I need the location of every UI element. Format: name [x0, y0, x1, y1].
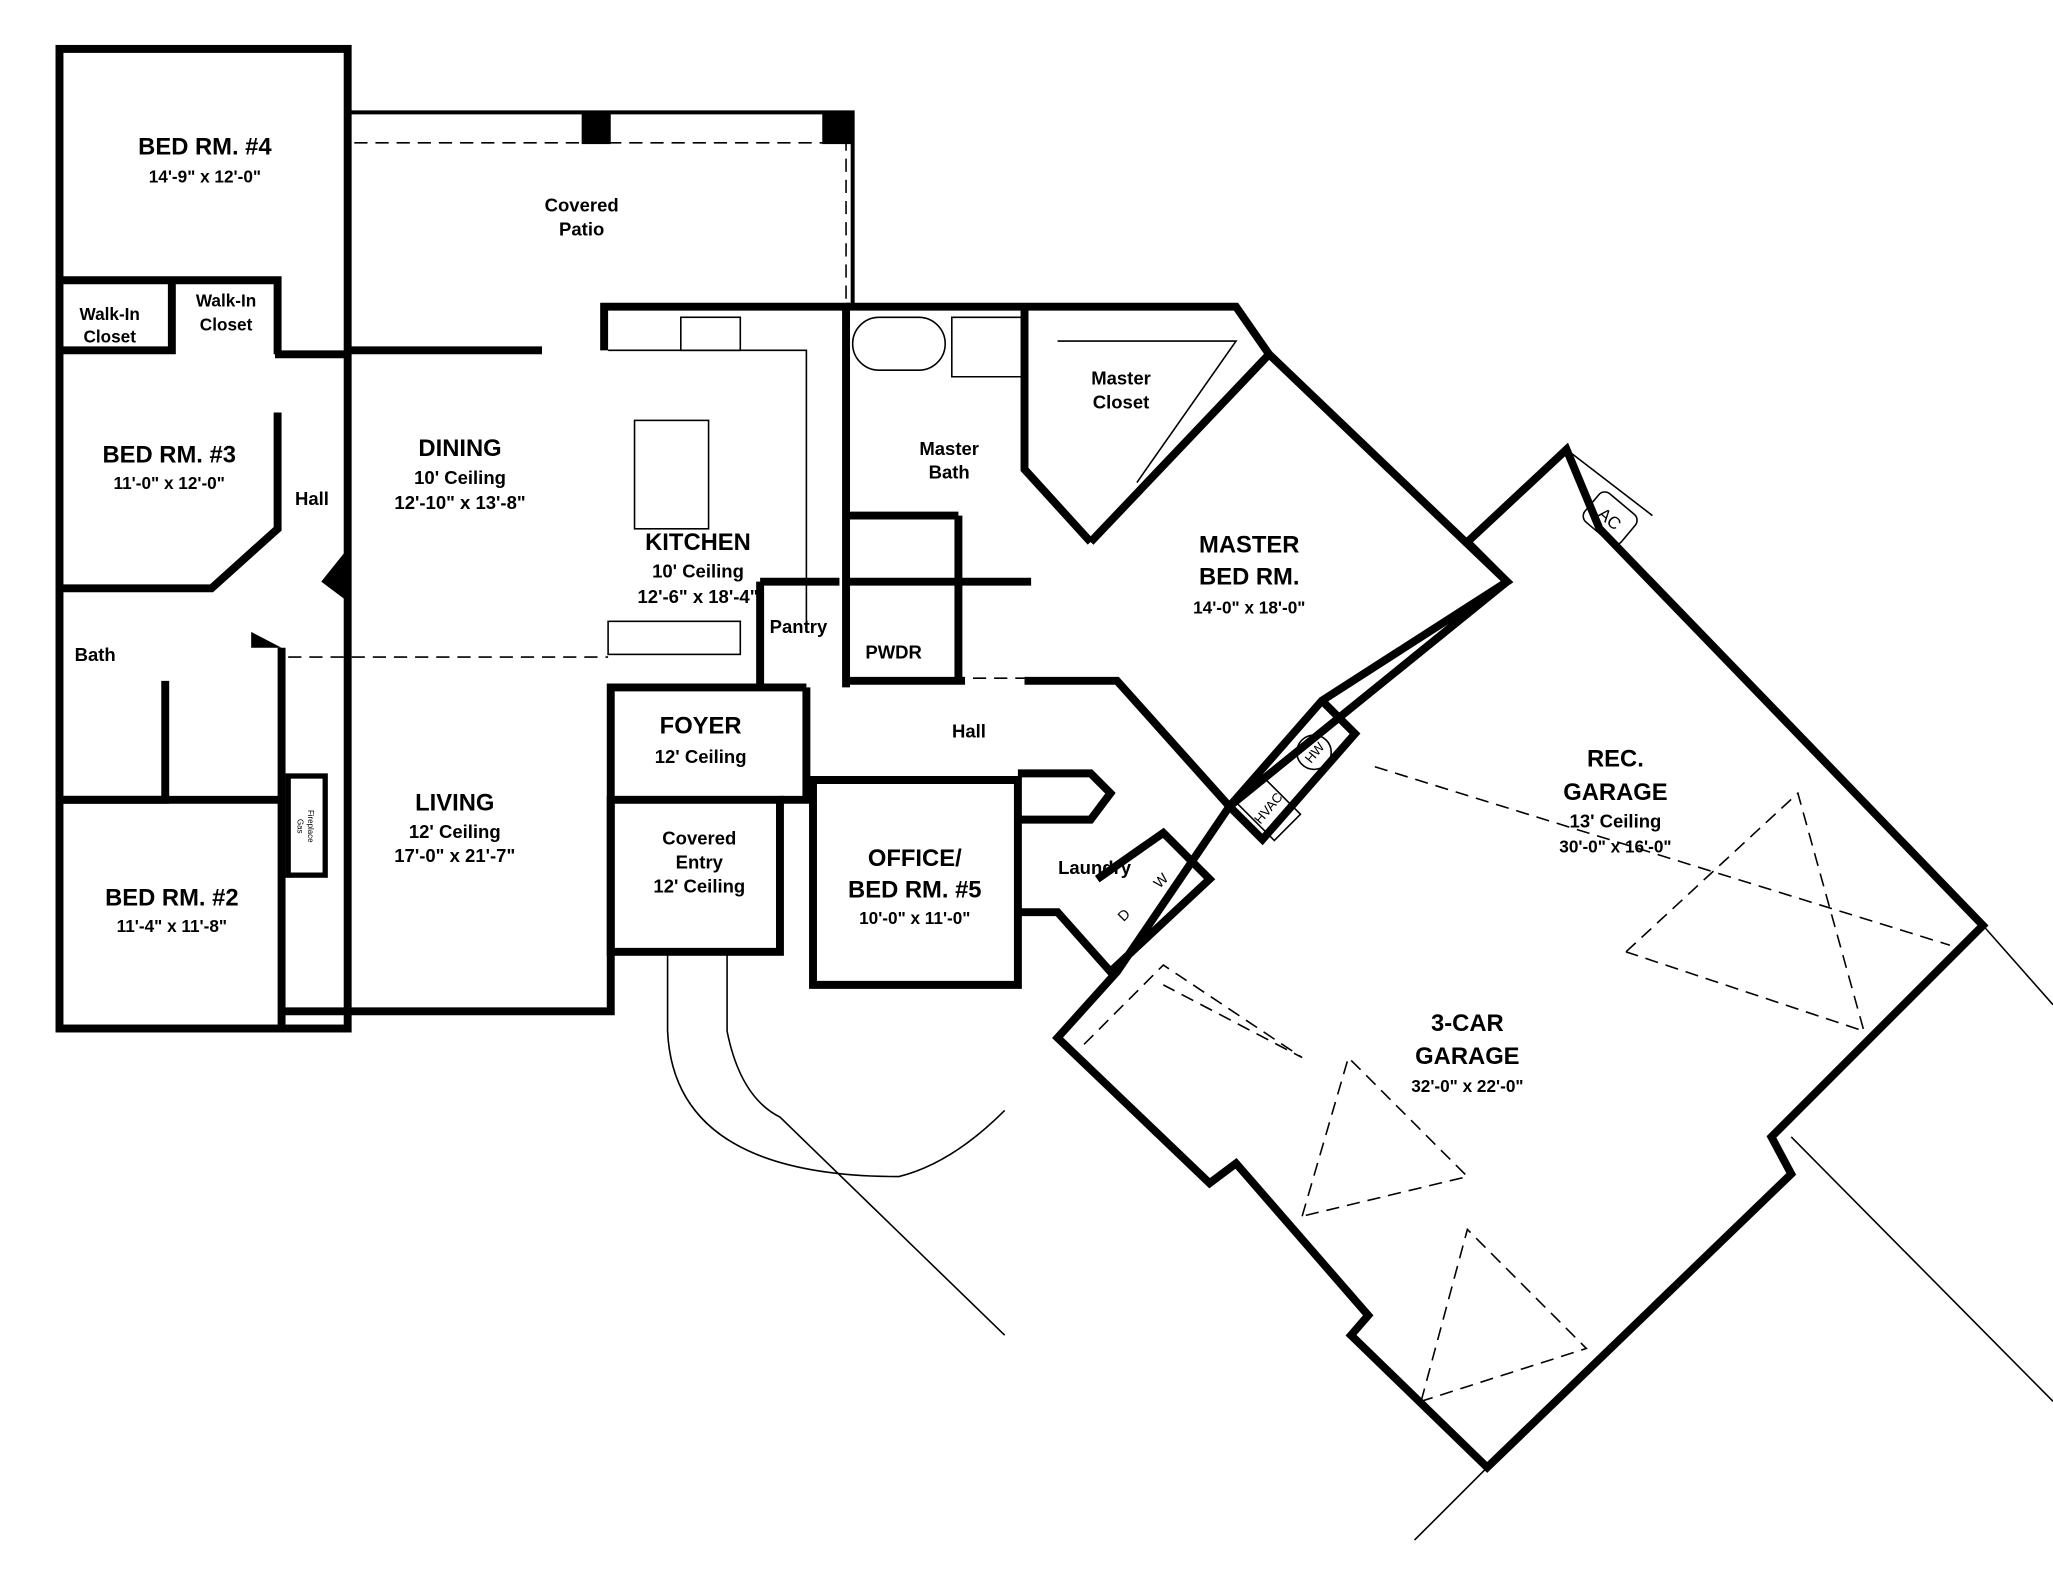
master-bed-size: 14'-0" x 18'-0"	[1193, 597, 1305, 617]
laundry-label: Laundry	[1058, 857, 1132, 878]
bed2-size: 11'-4" x 11'-8"	[117, 916, 227, 936]
hall-left: Hall	[295, 488, 329, 509]
bed3-size: 11'-0" x 12'-0"	[114, 473, 225, 493]
rec-garage-2: GARAGE	[1563, 779, 1667, 806]
room-labels: BED RM. #4 14'-9" x 12'-0" Covered Patio…	[75, 134, 1672, 1096]
bed4-name: BED RM. #4	[138, 134, 272, 161]
living-ceiling: 12' Ceiling	[409, 821, 501, 842]
fireplace-label-2: Fireplace	[306, 810, 315, 843]
covered-entry-2: Entry	[676, 852, 724, 873]
office-2: BED RM. #5	[848, 877, 981, 904]
garage-2: GARAGE	[1415, 1043, 1519, 1070]
garage-size: 32'-0" x 22'-0"	[1411, 1076, 1523, 1096]
rec-garage-1: REC.	[1587, 746, 1644, 773]
master-bath-1: Master	[919, 438, 979, 459]
dining-ceiling: 10' Ceiling	[414, 467, 506, 488]
master-bath-2: Bath	[929, 462, 970, 483]
living-size: 17'-0" x 21'-7"	[394, 845, 515, 866]
dining-name: DINING	[418, 435, 501, 462]
garage-1: 3-CAR	[1431, 1010, 1504, 1037]
kitchen-ceiling: 10' Ceiling	[652, 561, 744, 582]
dining-size: 12'-10" x 13'-8"	[394, 492, 525, 513]
walkin1-1: Walk-In	[80, 304, 140, 324]
foyer-name: FOYER	[660, 713, 742, 740]
patio-label-2: Patio	[559, 218, 604, 239]
kitchen-name: KITCHEN	[645, 529, 751, 556]
rec-garage-ceiling: 13' Ceiling	[1570, 811, 1662, 832]
walkin2-2: Closet	[200, 314, 253, 334]
bath-label: Bath	[75, 644, 116, 665]
kitchen-size: 12'-6" x 18'-4"	[638, 586, 759, 607]
covered-entry-ceiling: 12' Ceiling	[653, 875, 745, 896]
bed3-name: BED RM. #3	[102, 442, 235, 469]
master-bed-1: MASTER	[1199, 532, 1299, 559]
covered-entry-1: Covered	[662, 828, 736, 849]
pantry-label: Pantry	[770, 616, 828, 637]
walkin1-2: Closet	[83, 326, 136, 346]
master-bed-2: BED RM.	[1199, 563, 1299, 590]
master-closet-2: Closet	[1093, 391, 1150, 412]
patio-label-1: Covered	[545, 195, 619, 216]
master-suite-walls	[846, 302, 1514, 812]
foyer-ceiling: 12' Ceiling	[655, 746, 747, 767]
hall-center: Hall	[952, 721, 986, 742]
covered-patio	[347, 110, 855, 307]
left-wing-walls	[55, 44, 352, 1033]
rec-garage-size: 30'-0" x 16'-0"	[1559, 837, 1671, 857]
office-1: OFFICE/	[868, 845, 962, 872]
center-walls	[606, 677, 1216, 1336]
main-walls	[281, 302, 851, 1016]
bed4-size: 14'-9" x 12'-0"	[149, 166, 261, 186]
pwdr-label: PWDR	[865, 641, 922, 662]
living-name: LIVING	[415, 789, 494, 816]
walkin2-1: Walk-In	[196, 291, 256, 311]
fireplace-label-1: Gas	[295, 819, 304, 834]
dryer-label: D	[1115, 906, 1134, 925]
bed2-name: BED RM. #2	[105, 885, 238, 912]
garage-walls	[1052, 442, 2053, 1541]
office-size: 10'-0" x 11'-0"	[859, 908, 970, 928]
master-closet-1: Master	[1091, 368, 1151, 389]
